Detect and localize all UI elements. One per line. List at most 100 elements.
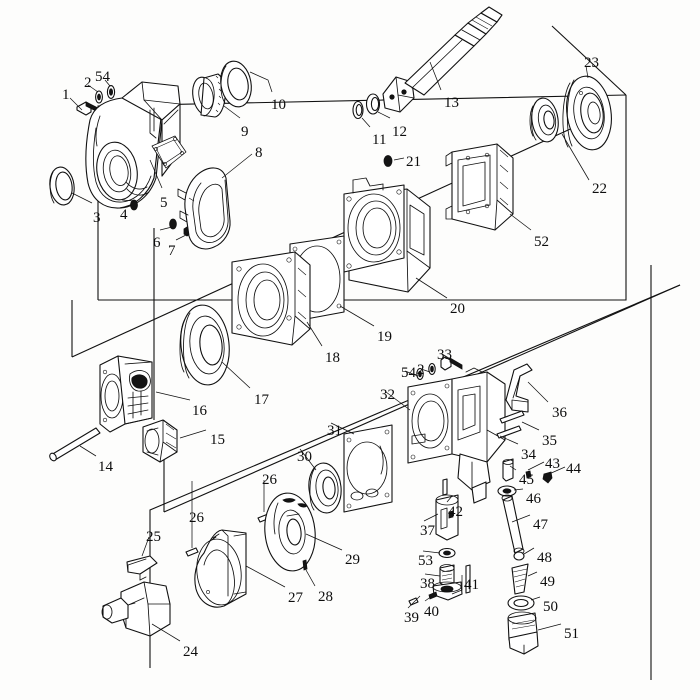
callout-rotor-blade-set: 15 (210, 432, 225, 448)
callout-o-ring-seal: 3 (93, 210, 101, 226)
callout-air-inlet-bushing: 51 (564, 626, 579, 642)
callout-muffler-housing: 27 (288, 590, 303, 606)
callout-small-o-ring: 11 (372, 132, 387, 148)
part-9-threaded-bushing (192, 73, 226, 118)
part-15-rotor-blade-set (142, 419, 178, 463)
part-2b-washer (428, 362, 436, 376)
part-49-throttle-spring (511, 563, 529, 595)
part-24-air-inlet-fitting (101, 581, 171, 637)
part-47-throttle-stem (501, 494, 525, 555)
part-40-spring (428, 591, 438, 600)
callout-screw: 7 (168, 243, 176, 259)
callout-retaining-ring: 10 (271, 97, 286, 113)
bottom-assembly (101, 478, 539, 655)
part-51-air-inlet-bushing (507, 611, 539, 655)
part-37-valve-sleeve (435, 494, 459, 541)
part-25-hanger-bracket (126, 555, 158, 581)
part-54b-lock-washer (416, 367, 424, 381)
callout-rotor: 16 (192, 403, 207, 419)
callout-washer: 53 (418, 553, 433, 569)
part-20-motor-cylinder (343, 177, 431, 293)
part-41-retaining-pin (465, 564, 471, 594)
callout-throttle-stem: 47 (533, 517, 548, 533)
part-30-ball-bearing (308, 462, 342, 514)
part-5-front-housing (85, 81, 187, 209)
part-17-ball-bearing (179, 304, 230, 386)
part-50-seal-ring (507, 595, 535, 611)
part-36-reverse-lever (505, 363, 533, 413)
part-48-retaining-clip (513, 551, 525, 561)
callout-roll-pin: 26 (262, 472, 277, 488)
part-38-valve-stem (432, 564, 463, 601)
middle-assembly (49, 251, 553, 514)
callout-retaining-clip: 48 (537, 550, 552, 566)
callout-washer-ring: 12 (392, 124, 407, 140)
part-23-bearing-housing-cap (562, 75, 612, 151)
part-44-set-screw (542, 471, 553, 484)
part-46-washer (497, 485, 517, 497)
callout-rear-end-plate: 52 (534, 234, 549, 250)
callout-front-end-plate: 18 (325, 350, 340, 366)
part-45-bushing (502, 458, 514, 482)
callout-small-pin: 43 (545, 456, 560, 472)
part-21-dowel-pin (383, 155, 393, 167)
part-34-valve-housing (451, 367, 506, 504)
callout-air-inlet-fitting: 24 (183, 644, 198, 660)
callout-dowel-pin: 21 (406, 154, 421, 170)
callout-washer: 2 (84, 75, 92, 91)
callout-pin: 39 (404, 610, 419, 626)
callout-grip-cover: 8 (255, 145, 263, 161)
part-43-pin (525, 470, 532, 479)
callout-lock-washer: 54 (95, 69, 110, 85)
callout-bushing: 45 (519, 472, 534, 488)
part-8-grip-cover (177, 167, 231, 250)
callout-ball-bearing: 22 (592, 181, 607, 197)
part-54-lock-washer (106, 85, 116, 99)
part-11-small-o-ring (352, 100, 364, 120)
part-52-rear-end-plate (445, 143, 514, 231)
part-34-spring-pin-2 (496, 425, 522, 439)
callout-rotor-shaft-pin: 14 (98, 459, 113, 475)
callout-deflector-plate: 29 (345, 552, 360, 568)
part-2-washer (95, 90, 103, 104)
part-13-hammer-shaft-assembly (382, 6, 503, 113)
part-4-dowel-pin (130, 199, 138, 211)
callout-ball-bearing: 30 (297, 449, 312, 465)
callout-lock-washer: 54 (401, 365, 416, 381)
top-assembly (49, 6, 612, 323)
part-26-roll-pin-a (185, 547, 199, 557)
callout-reverse-lever: 36 (552, 405, 567, 421)
callout-cylinder-gasket: 19 (377, 329, 392, 345)
part-12-washer-ring (365, 93, 381, 115)
callout-retaining-pin: 41 (464, 577, 479, 593)
leader-lines (69, 61, 590, 642)
callout-spring-pin: 35 (542, 433, 557, 449)
part-3-seal-ring (49, 166, 75, 206)
callout-set-screw: 44 (566, 461, 581, 477)
callout-front-housing: 5 (160, 195, 168, 211)
callout-nut: 6 (153, 235, 161, 251)
part-10-retaining-ring (220, 60, 252, 108)
part-6-nut (169, 218, 177, 230)
callout-valve-stem: 38 (420, 576, 435, 592)
part-18-front-end-plate (231, 251, 311, 346)
callout-spring: 40 (424, 604, 439, 620)
callout-ball-bearing: 17 (254, 392, 269, 408)
callout-seal-ring: 50 (543, 599, 558, 615)
part-22-ball-bearing (529, 97, 559, 143)
callout-washer: 2 (417, 362, 425, 378)
callout-bearing-housing-cap: 23 (584, 55, 599, 71)
callout-valve-sleeve: 37 (420, 523, 435, 539)
part-27-muffler-housing (194, 529, 247, 608)
part-31-handle-gasket (343, 424, 393, 513)
part-14-rotor-shaft-pin (49, 427, 101, 462)
callout-dowel-pin: 42 (448, 504, 463, 520)
callout-valve-housing-gasket: 32 (380, 387, 395, 403)
callout-hammer-shaft-assembly: 13 (444, 95, 459, 111)
part-32-valve-housing-gasket (407, 378, 453, 464)
callout-roll-pin: 26 (189, 510, 204, 526)
callout-spring-pin: 34 (521, 447, 536, 463)
callout-screw: 33 (437, 347, 452, 363)
